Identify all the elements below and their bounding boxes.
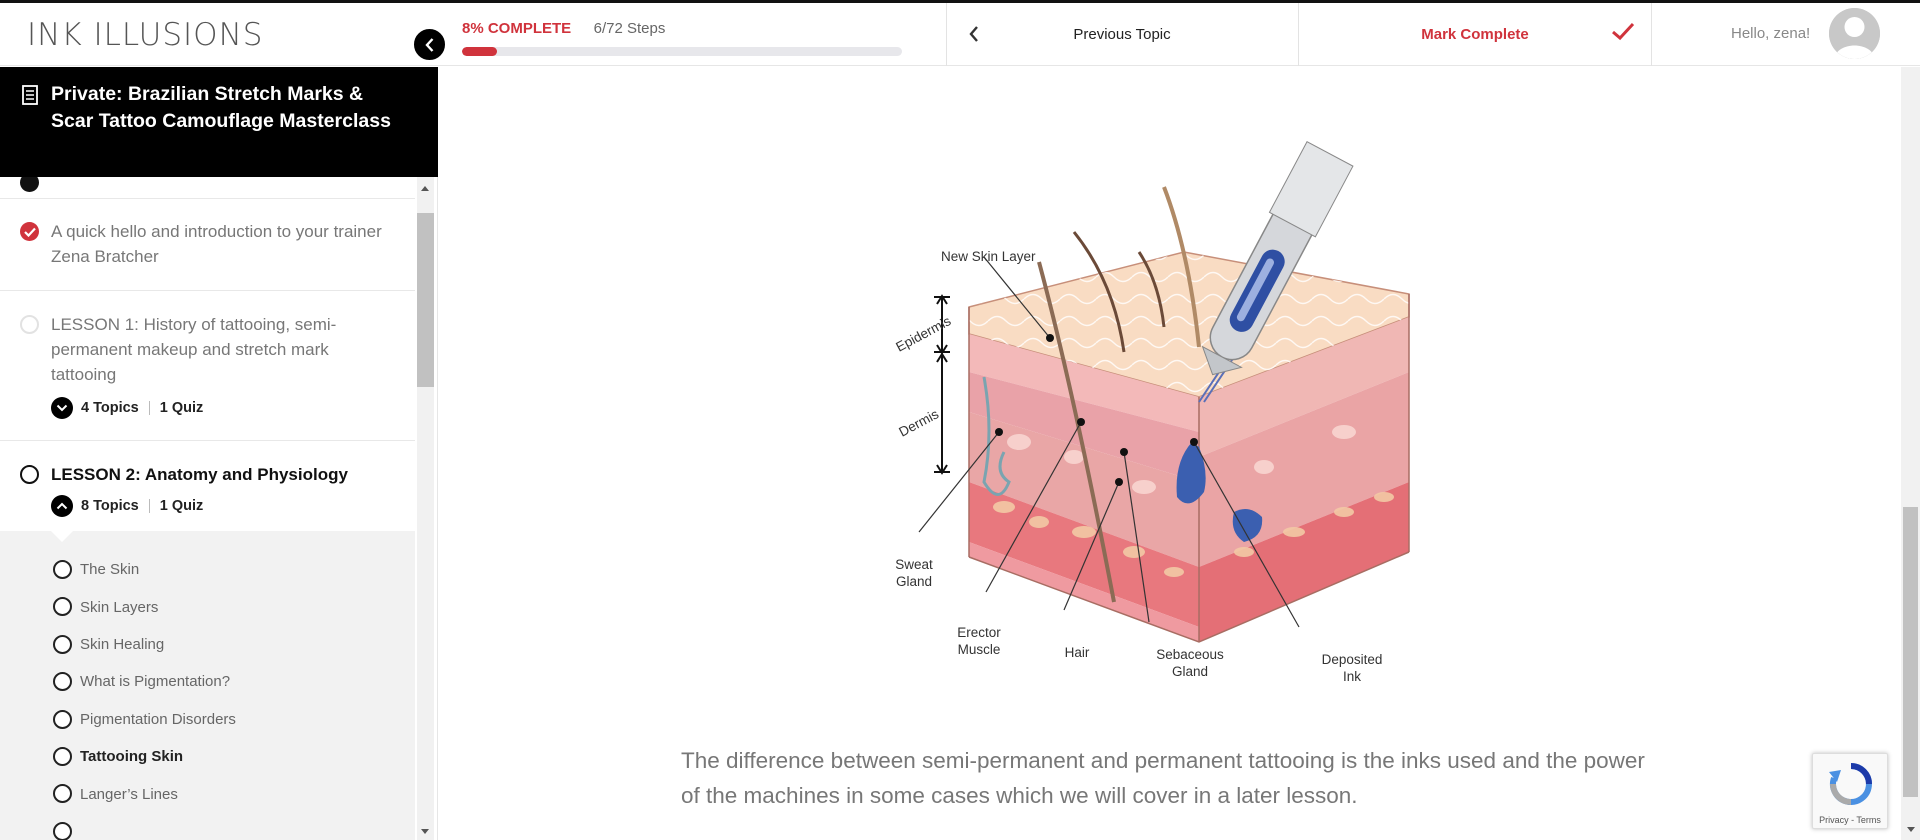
progress-steps: 6/72 Steps [593,20,666,37]
topic-status-icon [53,746,72,766]
quiz-count: 1 Quiz [159,498,204,514]
top-border [0,0,1920,3]
check-icon [1611,21,1635,45]
sidebar-scrollbar[interactable] [417,177,434,840]
mark-complete-button[interactable]: Mark Complete [1299,3,1651,66]
diagram-label-erector-muscle: Erector [957,625,1001,640]
incomplete-circle-icon [20,315,39,334]
lesson-list: A quick hello and introduction to your t… [0,177,415,840]
topic-label: Pigmentation Disorders [80,710,236,728]
collapse-sidebar-button[interactable] [412,27,447,62]
topic-item[interactable]: The Skin [0,551,415,588]
sidebar-item-lesson-2[interactable]: LESSON 2: Anatomy and Physiology 8 Topic… [0,441,415,531]
in-progress-circle-icon [20,465,39,484]
progress-bar-fill [462,47,498,56]
header-divider [1651,3,1652,66]
topic-status-icon [53,634,72,654]
topic-list-notch [50,530,74,542]
course-title[interactable]: Private: Brazilian Stretch Marks & Scar … [0,67,438,177]
topic-status-icon [53,821,72,840]
topic-status-icon [53,784,72,804]
page-scrollbar[interactable] [1901,67,1920,840]
recaptcha-icon [1829,763,1872,805]
scroll-up-arrow[interactable] [421,186,429,191]
sidebar-item-lesson-1[interactable]: LESSON 1: History of tattooing, semi-per… [0,291,415,441]
topic-item[interactable]: Langer’s Lines [0,775,415,812]
topic-label: What is Pigmentation? [80,673,231,691]
sidebar-item-intro[interactable]: A quick hello and introduction to your t… [0,199,415,291]
diagram-label-sebaceous-gland: Gland [1172,664,1208,679]
recaptcha-links[interactable]: Privacy - Terms [1819,815,1881,825]
divider [148,499,150,513]
course-title-text: Private: Brazilian Stretch Marks & Scar … [51,83,391,132]
scrollbar-thumb[interactable] [417,213,434,387]
site-logo[interactable]: INK ILLUSIONS [27,17,264,53]
progress-percent: 8% COMPLETE [462,20,572,37]
scrollbar-thumb[interactable] [1903,507,1918,797]
recaptcha-badge[interactable]: Privacy - Terms [1812,753,1888,829]
diagram-label-new-skin-layer: New Skin Layer [941,249,1036,264]
sidebar-item-label: A quick hello and introduction to your t… [51,222,382,266]
topic-label: Skin Healing [80,635,165,653]
user-greeting[interactable]: Hello, zena! [1731,25,1811,42]
chevron-left-icon [424,37,433,52]
diagram-label-sweat-gland: Sweat [895,557,933,572]
course-progress: 8% COMPLETE 6/72 Steps [462,20,902,56]
avatar[interactable] [1829,8,1880,59]
topic-status-icon [53,672,72,692]
list-item[interactable] [0,177,415,199]
chevron-left-icon [968,23,980,49]
diagram-label-erector-muscle: Muscle [958,642,1001,657]
skin-tattoo-diagram: New Skin Layer Epidermis Dermis Sweat Gl… [844,112,1524,712]
topic-label: Langer’s Lines [80,785,178,803]
complete-check-icon [20,222,39,241]
diagram-label-sweat-gland: Gland [896,574,932,589]
chevron-up-icon[interactable] [51,495,73,517]
topic-status-icon [53,597,72,617]
topic-status-icon [53,560,72,579]
progress-bar [462,47,902,56]
previous-topic-label: Previous Topic [1073,26,1171,43]
topic-status-icon [53,709,72,729]
topics-count: 4 Topics [81,400,139,416]
chevron-down-icon[interactable] [51,397,73,419]
document-icon [22,85,38,113]
diagram-label-deposited-ink: Ink [1343,669,1361,684]
topic-item[interactable]: Pigmentation Disorders [0,701,415,738]
sidebar-scroll-area[interactable]: A quick hello and introduction to your t… [0,177,438,840]
topic-item[interactable] [0,813,415,840]
lesson-meta: 8 Topics 1 Quiz [51,495,395,517]
topic-item-current[interactable]: Tattooing Skin [0,738,415,775]
quiz-count: 1 Quiz [159,400,204,416]
sidebar-item-label: LESSON 1: History of tattooing, semi-per… [51,315,337,384]
avatar-icon [1829,8,1880,59]
diagram-label-deposited-ink: Deposited [1322,652,1383,667]
lesson-meta: 4 Topics 1 Quiz [51,397,395,419]
topic-item[interactable]: What is Pigmentation? [0,663,415,700]
topic-label: The Skin [80,561,140,579]
divider [148,401,150,415]
header: INK ILLUSIONS 8% COMPLETE 6/72 Steps [0,3,1920,66]
topics-count: 8 Topics [81,498,139,514]
topic-item[interactable]: Skin Healing [0,626,415,663]
course-sidebar: Private: Brazilian Stretch Marks & Scar … [0,67,438,840]
scroll-down-arrow[interactable] [421,829,429,834]
mark-complete-label: Mark Complete [1421,26,1529,43]
lesson-content: New Skin Layer Epidermis Dermis Sweat Gl… [439,67,1901,840]
scroll-down-arrow[interactable] [1907,827,1915,832]
header-divider [1298,3,1299,66]
topic-item[interactable]: Skin Layers [0,588,415,625]
status-dot [20,177,39,192]
diagram-label-dermis: Dermis [896,406,941,439]
diagram-label-sebaceous-gland: Sebaceous [1156,647,1224,662]
topic-label: Tattooing Skin [80,748,184,766]
diagram-label-hair: Hair [1065,645,1090,660]
topic-label: Skin Layers [80,598,159,616]
lesson-paragraph: The difference between semi-permanent an… [681,748,1645,808]
sidebar-item-label: LESSON 2: Anatomy and Physiology [51,465,348,484]
previous-topic-button[interactable]: Previous Topic [946,3,1298,66]
topic-list: The Skin Skin Layers Skin Healing What i… [0,530,415,840]
header-divider [946,3,947,66]
